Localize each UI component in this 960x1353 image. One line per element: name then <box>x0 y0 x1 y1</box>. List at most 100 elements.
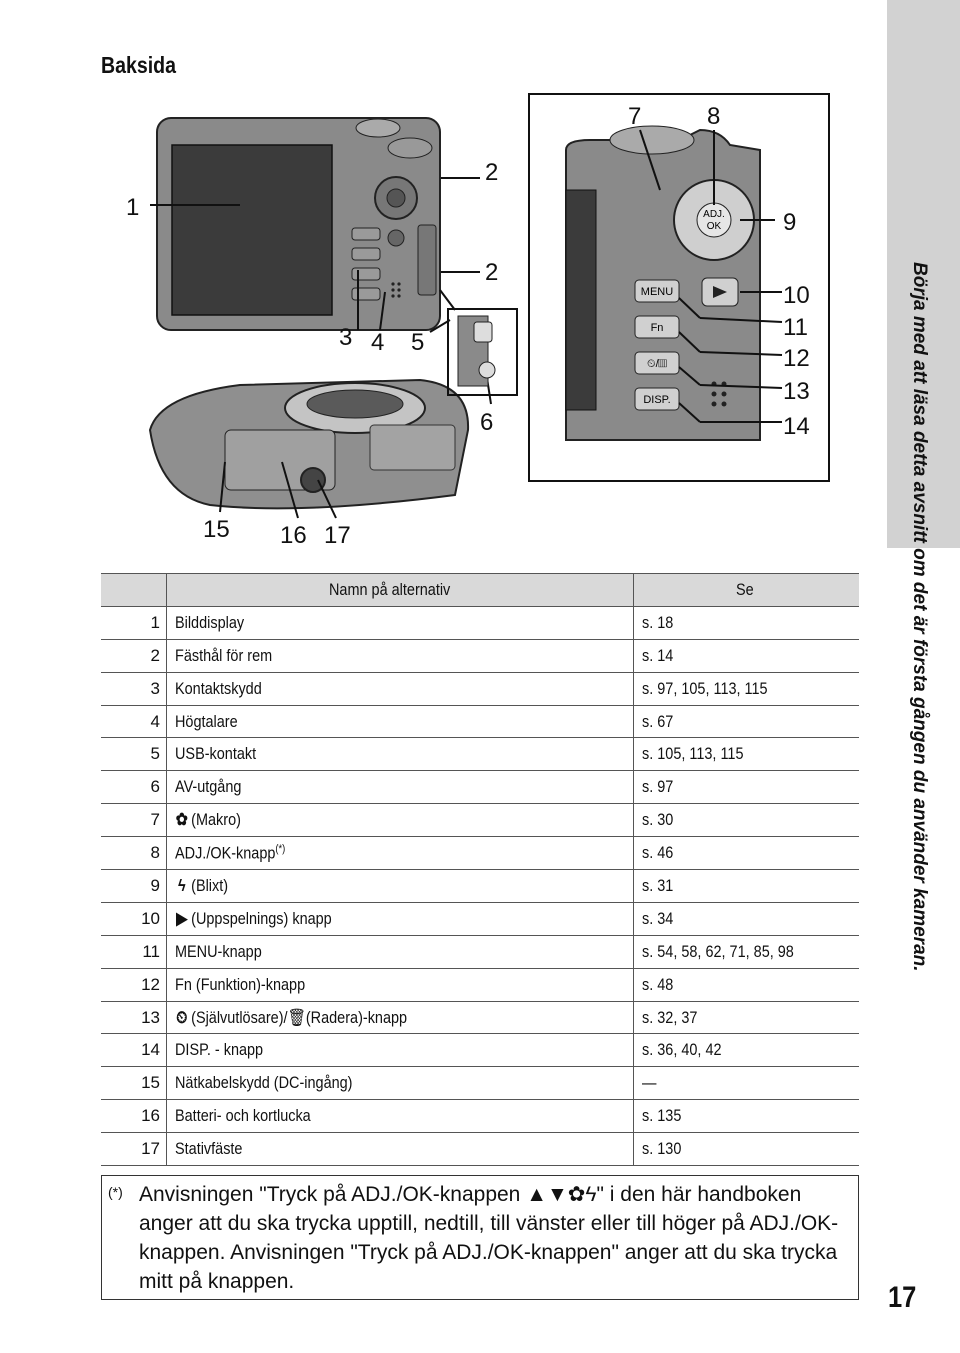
row-name-wrap: AV-utgång <box>175 777 241 797</box>
row-ref: s. 30 <box>642 810 674 830</box>
row-number: 6 <box>101 770 167 805</box>
row-ref: s. 48 <box>642 974 674 994</box>
row-name-wrap: ϟ(Blixt) <box>175 876 228 896</box>
row-ref-cell: s. 30 <box>633 803 859 838</box>
row-number: 15 <box>101 1066 167 1101</box>
row-number: 7 <box>101 803 167 838</box>
row-ref: s. 135 <box>642 1106 682 1126</box>
zoom-frame <box>528 93 830 482</box>
row-name-cell: AV-utgång <box>166 770 634 805</box>
row-name-wrap: Nätkabelskydd (DC-ingång) <box>175 1073 353 1093</box>
row-name: Kontaktskydd <box>175 678 262 698</box>
row-name-wrap: Högtalare <box>175 712 238 732</box>
row-name: AV-utgång <box>175 777 242 797</box>
callout-number: 2 <box>485 159 498 186</box>
row-ref-cell: s. 18 <box>633 606 859 640</box>
svg-text:Fn: Fn <box>651 322 664 334</box>
callout-number: 13 <box>783 378 810 405</box>
row-name-cell: Fn (Funktion)-knapp <box>166 968 634 1002</box>
row-name: (Makro) <box>191 810 241 830</box>
row-name: (Självutlösare)/🗑(Radera)-knapp <box>191 1007 408 1027</box>
callout-number: 9 <box>783 209 796 236</box>
usb-frame <box>447 308 518 396</box>
row-name-cell: ▶(Uppspelnings) knapp <box>166 902 634 936</box>
row-ref: s. 54, 58, 62, 71, 85, 98 <box>642 941 794 961</box>
row-number: 11 <box>101 935 167 969</box>
row-ref-cell: s. 34 <box>633 902 859 936</box>
table-row: 8 ADJ./OK-knapp(*) s. 46 <box>101 836 859 871</box>
row-name-cell: ⏲(Självutlösare)/🗑(Radera)-knapp <box>166 1001 634 1035</box>
callout-number: 15 <box>203 516 230 543</box>
svg-text:⏲/▥: ⏲/▥ <box>647 358 667 370</box>
row-name: DISP. - knapp <box>175 1040 264 1060</box>
row-number: 2 <box>101 639 167 673</box>
row-number: 8 <box>101 836 167 871</box>
row-ref: s. 31 <box>642 875 674 895</box>
row-ref-cell: s. 48 <box>633 968 859 1002</box>
callout-number: 8 <box>707 103 720 130</box>
row-icon: ✿ <box>175 810 188 830</box>
row-name-wrap: DISP. - knapp <box>175 1040 263 1060</box>
row-name-wrap: MENU-knapp <box>175 942 262 962</box>
adj-ok-label: ADJ. <box>703 209 725 220</box>
row-ref: s. 67 <box>642 711 674 731</box>
row-name: Fn (Funktion)-knapp <box>175 974 306 994</box>
row-name-cell: Stativfäste <box>166 1132 634 1167</box>
row-name: Högtalare <box>175 711 238 731</box>
callout-number: 3 <box>339 324 352 351</box>
row-ref: s. 105, 113, 115 <box>642 744 744 764</box>
row-name: USB-kontakt <box>175 744 257 764</box>
row-number: 12 <box>101 968 167 1002</box>
row-name-cell: USB-kontakt <box>166 737 634 772</box>
row-ref: s. 46 <box>642 843 674 863</box>
camera-back-view <box>156 117 441 331</box>
asterisk-mark: (*) <box>275 842 286 855</box>
svg-text:DISP.: DISP. <box>643 394 670 406</box>
row-name-wrap: Stativfäste <box>175 1139 242 1159</box>
callout-number: 16 <box>280 522 307 549</box>
row-name-wrap: Batteri- och kortlucka <box>175 1106 311 1126</box>
callout-number: 14 <box>783 413 810 440</box>
row-ref: s. 36, 40, 42 <box>642 1040 722 1060</box>
row-name-wrap: ✿(Makro) <box>175 810 241 830</box>
row-ref-cell: — <box>633 1066 859 1101</box>
callout-1: 1 <box>126 194 139 221</box>
note-mark: (*) <box>108 1184 123 1200</box>
row-name-wrap: Fn (Funktion)-knapp <box>175 975 305 995</box>
table-row: 9 ϟ(Blixt) s. 31 <box>101 869 859 903</box>
table-row: 1 Bilddisplay s. 18 <box>101 606 859 640</box>
row-ref-cell: s. 36, 40, 42 <box>633 1033 859 1068</box>
row-name-wrap: Bilddisplay <box>175 613 244 633</box>
row-name-cell: Fästhål för rem <box>166 639 634 673</box>
zoom-detail: ADJ. OK MENU Fn ⏲/▥ DISP. <box>565 125 761 441</box>
callout-number: 5 <box>411 329 424 356</box>
table-header: Namn på alternativ Se <box>101 573 859 607</box>
table-row: 14 DISP. - knapp s. 36, 40, 42 <box>101 1033 859 1068</box>
note-box: (*) Anvisningen "Tryck på ADJ./OK-knappe… <box>101 1175 859 1300</box>
row-name-cell: ϟ(Blixt) <box>166 869 634 903</box>
callout-number: 10 <box>783 282 810 309</box>
row-name-cell: MENU-knapp <box>166 935 634 969</box>
camera-illustration: ADJ. OK MENU Fn ⏲/▥ DISP. 1 2 2 3 4 5 6 … <box>126 103 810 549</box>
row-icon: ⏲ <box>176 1007 188 1027</box>
row-name-wrap: ADJ./OK-knapp(*) <box>175 843 285 864</box>
row-ref-cell: s. 130 <box>633 1132 859 1167</box>
row-ref-cell: s. 97, 105, 113, 115 <box>633 672 859 706</box>
note-text: Anvisningen "Tryck på ADJ./OK-knappen ▲▼… <box>139 1183 839 1293</box>
row-number: 1 <box>101 606 167 640</box>
callout-number: 12 <box>783 345 810 372</box>
row-ref: s. 32, 37 <box>642 1007 698 1027</box>
menu-button-label: MENU <box>641 286 673 298</box>
row-name-wrap: Fästhål för rem <box>175 646 272 666</box>
row-name-cell: Nätkabelskydd (DC-ingång) <box>166 1066 634 1101</box>
row-number: 14 <box>101 1033 167 1068</box>
table-row: 15 Nätkabelskydd (DC-ingång) — <box>101 1066 859 1101</box>
row-number: 9 <box>101 869 167 903</box>
row-name: (Blixt) <box>191 875 229 895</box>
